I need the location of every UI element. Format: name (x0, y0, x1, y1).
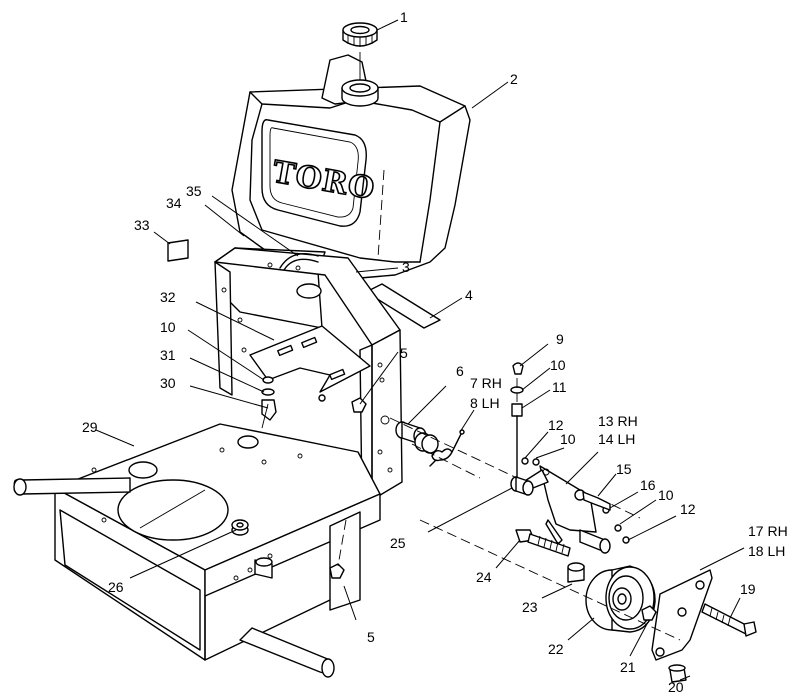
washer-stack-10-12 (521, 457, 630, 544)
callout-21: 21 (620, 659, 636, 675)
callout-7-rh: 7 RH (470, 375, 502, 391)
callout-19: 19 (740, 581, 756, 597)
callout-20: 20 (668, 679, 684, 695)
callout-9: 9 (556, 331, 564, 347)
callout-4: 4 (465, 287, 473, 303)
fuel-tank-neck (341, 79, 379, 107)
callout-30: 30 (160, 375, 176, 391)
callout-31: 31 (160, 347, 176, 363)
mounting-plate-32 (249, 325, 371, 402)
callout-11: 11 (552, 379, 567, 395)
bushing-23 (567, 562, 585, 583)
callout-10-right-c: 10 (658, 487, 674, 503)
tank-strap-4 (365, 283, 441, 329)
callout-23: 23 (522, 599, 538, 615)
base-deck-29 (54, 423, 381, 661)
bolt-stack-30-31 (261, 376, 277, 429)
callout-35: 35 (186, 183, 202, 199)
fuel-line-35 (279, 253, 319, 271)
bolt-19 (701, 603, 757, 637)
callout-18-lh: 18 LH (748, 543, 785, 559)
callout-16: 16 (640, 477, 656, 493)
leader-lines (95, 19, 745, 681)
callout-6: 6 (456, 363, 464, 379)
callout-22: 22 (548, 641, 564, 657)
fuel-tank: TORO (231, 54, 471, 279)
callout-33: 33 (134, 217, 150, 233)
callout-5-lower: 5 (367, 629, 375, 645)
nut-5-upper (351, 397, 367, 413)
callout-10-left: 10 (160, 319, 176, 335)
callout-1: 1 (400, 9, 408, 25)
callout-labels: 1 2 3 4 5 5 6 7 RH 8 LH 9 10 10 10 10 11… (82, 9, 788, 695)
spacer-6 (395, 421, 439, 454)
nut-21 (641, 605, 657, 621)
pulley-22 (585, 565, 656, 633)
callout-32: 32 (160, 289, 176, 305)
grommet-26 (231, 519, 249, 536)
callout-13-rh: 13 RH (598, 413, 638, 429)
callout-3: 3 (402, 259, 410, 275)
callout-5-upper: 5 (400, 345, 408, 361)
callout-2: 2 (510, 71, 518, 87)
callout-26: 26 (108, 579, 124, 595)
handle-frame (214, 247, 403, 506)
callout-12-a: 12 (548, 417, 564, 433)
callout-29: 29 (82, 419, 98, 435)
pivot-bushing-25 (510, 476, 534, 496)
callout-10-right-a: 10 (550, 357, 566, 373)
assembly-centerlines (389, 378, 681, 641)
callout-34: 34 (166, 195, 182, 211)
callout-14-lh: 14 LH (598, 431, 635, 447)
axle-rod-rear (239, 557, 335, 678)
axle-rod-front (13, 477, 131, 496)
bolt-20 (668, 664, 687, 683)
nut-5-lower (329, 519, 347, 579)
callout-15: 15 (616, 461, 632, 477)
spring-7-8 (429, 429, 465, 467)
callout-12-b: 12 (680, 501, 696, 517)
label-33 (167, 239, 189, 262)
callout-24: 24 (476, 569, 492, 585)
bracket-17-18 (651, 569, 713, 661)
callout-10-right-b: 10 (560, 431, 576, 447)
spacer-stack (579, 529, 611, 554)
callout-17-rh: 17 RH (748, 523, 788, 539)
callout-8-lh: 8 LH (470, 395, 500, 411)
callout-25: 25 (390, 535, 406, 551)
bolt-24 (515, 529, 571, 557)
